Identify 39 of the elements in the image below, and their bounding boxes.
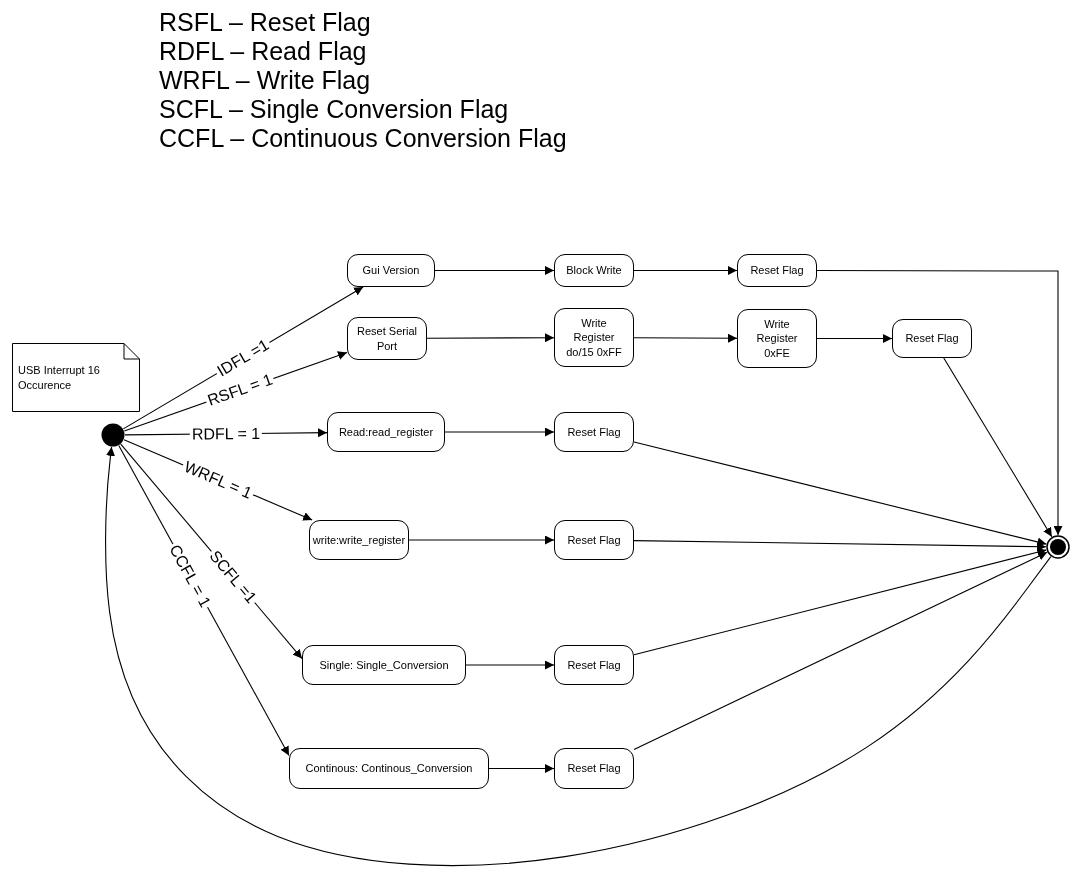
- arrow: [633, 540, 1047, 552]
- arrow: [105, 446, 1052, 867]
- initial-state-dot: [101, 423, 125, 447]
- state-box: write:write_register: [309, 520, 409, 560]
- arrow: [488, 764, 555, 773]
- arrow: [434, 266, 555, 275]
- note-box: USB Interrupt 16 Occurence: [12, 343, 140, 412]
- arrow: [633, 441, 1047, 547]
- arrow: [816, 334, 893, 343]
- state-box: Continous: Continous_Conversion: [289, 748, 489, 789]
- state-box: Block Write: [554, 254, 634, 287]
- state-box: Reset Flag: [554, 748, 634, 789]
- abbreviation-note: WRFL – Write Flag: [159, 66, 371, 95]
- state-box: Single: Single_Conversion: [302, 645, 466, 685]
- abbreviation-note: RDFL – Read Flag: [159, 37, 367, 66]
- arrow: [444, 427, 555, 437]
- abbreviation-note: SCFL – Single Conversion Flag: [159, 95, 509, 124]
- arrow: [465, 660, 555, 670]
- arrow: [633, 547, 1047, 656]
- state-box: Reset Flag: [892, 319, 972, 358]
- arrow: [426, 333, 555, 343]
- abbreviation-note: CCFL – Continuous Conversion Flag: [159, 124, 567, 153]
- state-box: Reset Serial Port: [347, 317, 427, 360]
- state-box: Write Register do/15 0xFF: [554, 308, 634, 367]
- arrow: [633, 266, 738, 275]
- abbreviation-note: RSFL – Reset Flag: [159, 8, 371, 37]
- arrow: [633, 551, 1048, 750]
- state-box: Reset Flag: [554, 412, 634, 452]
- state-box: Gui Version: [347, 254, 435, 287]
- state-box: Reset Flag: [554, 645, 634, 685]
- final-state-circle: [1046, 535, 1070, 559]
- arrow: [816, 270, 1063, 536]
- state-box: Reset Flag: [737, 254, 817, 287]
- arrow: [943, 357, 1053, 538]
- state-box: Read:read_register: [327, 412, 445, 452]
- arrow: [633, 333, 738, 343]
- state-box: Write Register 0xFE: [737, 309, 817, 368]
- arrow: [408, 535, 555, 545]
- state-box: Reset Flag: [554, 520, 634, 560]
